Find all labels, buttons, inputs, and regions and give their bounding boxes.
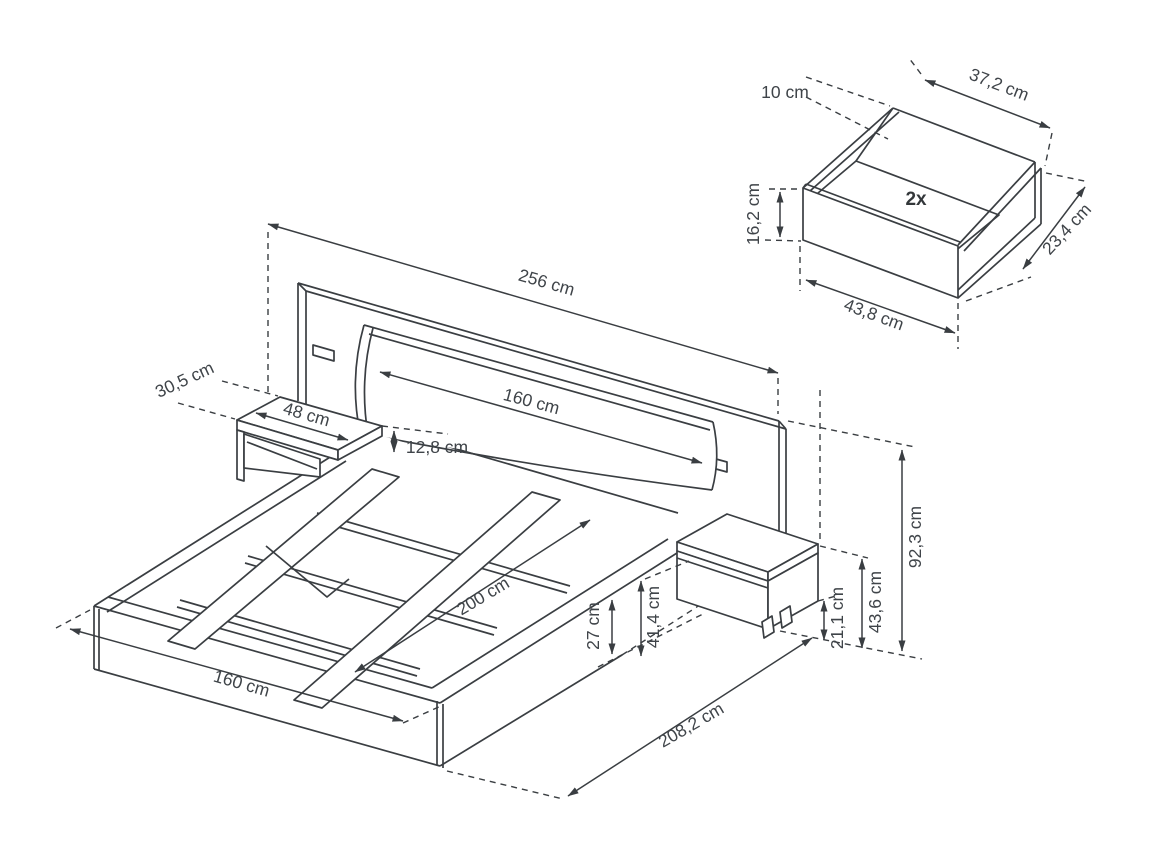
right-nightstand [676, 513, 819, 639]
dim-overall-depth-label: 208,2 cm [655, 698, 727, 751]
drawer-quantity-label: 2x [905, 189, 927, 210]
dim-cushion-drop-label: 12,8 cm [406, 437, 468, 457]
dim-drawer-inner-width-label: 37,2 cm [967, 64, 1032, 105]
dim-cushion-drop: 12,8 cm [381, 425, 468, 457]
dim-nightstand-top-height: 43,6 cm [819, 545, 885, 649]
dim-overall-width-label: 256 cm [516, 265, 577, 300]
dim-drawer-side-height: 10 cm [761, 76, 891, 140]
dim-nightstand-clearance: 21,1 cm [817, 587, 847, 649]
dim-frame-side-height-label: 27 cm [583, 602, 603, 650]
dim-drawer-front-height: 16,2 cm [743, 183, 802, 245]
dim-drawer-side-height-label: 10 cm [761, 82, 809, 102]
dim-nightstand-depth-label: 30,5 cm [152, 357, 217, 401]
dim-frame-top-height-label: 41,4 cm [643, 586, 663, 648]
dim-drawer-outer-width-label: 43,8 cm [841, 294, 906, 334]
dim-headboard-height-label: 92,3 cm [905, 506, 925, 568]
dim-headboard-height: 92,3 cm [779, 390, 925, 660]
dim-nightstand-clearance-label: 21,1 cm [827, 587, 847, 649]
nightstand-foot [779, 605, 793, 629]
dim-drawer-front-height-label: 16,2 cm [743, 183, 763, 245]
dim-nightstand-top-height-label: 43,6 cm [865, 571, 885, 633]
nightstand-foot [761, 615, 775, 639]
dim-drawer-inner-depth-label: 23,4 cm [1038, 199, 1095, 258]
